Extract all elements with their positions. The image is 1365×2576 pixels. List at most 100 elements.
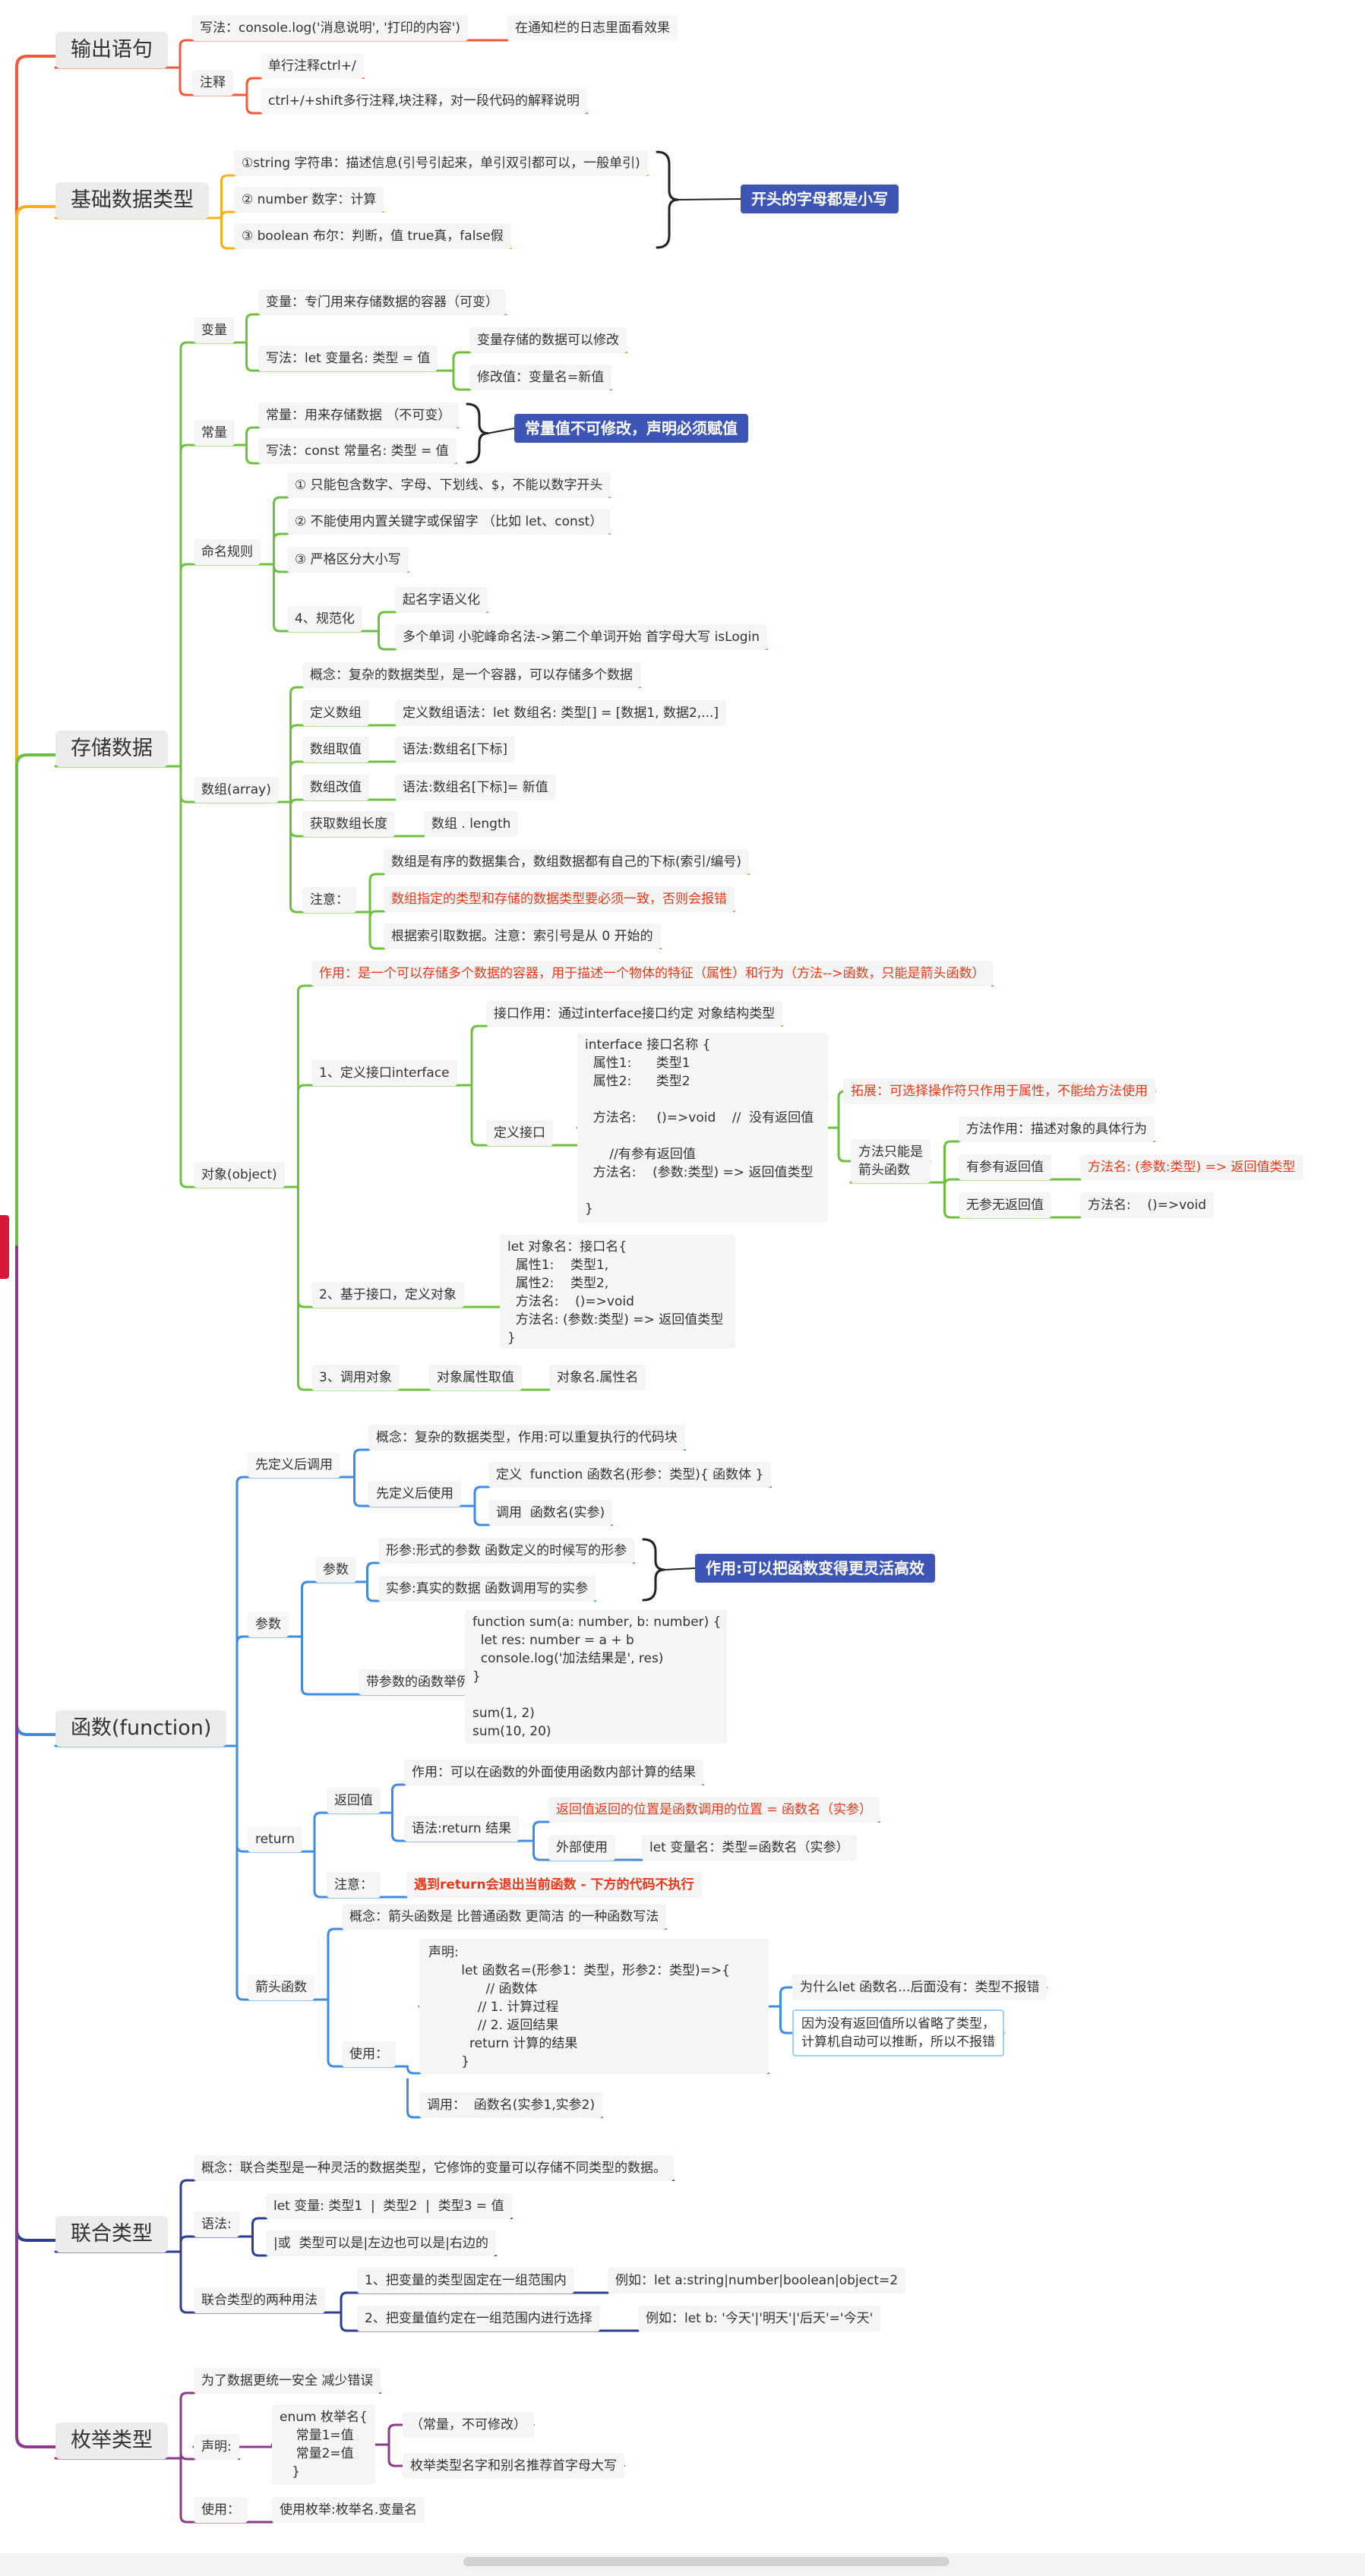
output-single[interactable]: 单行注释ctrl+/ xyxy=(261,53,364,79)
array-note-2[interactable]: 数组指定的类型和存储的数据类型要必须一致，否则会报错 xyxy=(384,886,735,912)
storage-const-def[interactable]: 常量：用来存储数据 （不可变） xyxy=(258,402,459,428)
naming-rule-4[interactable]: 4、规范化 xyxy=(287,606,362,632)
enum-const-note[interactable]: （常量，不可修改） xyxy=(403,2412,534,2438)
arrow-code[interactable]: 声明: let 函数名=(形参1：类型，形参2：类型)=>{ // 函数体 //… xyxy=(419,1939,769,2074)
func-arrow[interactable]: 箭头函数 xyxy=(248,1975,314,2000)
storage-const-write[interactable]: 写法：const 常量名: 类型 = 值 xyxy=(258,438,457,464)
storage-const[interactable]: 常量 xyxy=(194,420,235,446)
array-get[interactable]: 数组取值 xyxy=(302,737,369,762)
return-external-syntax[interactable]: let 变量名：类型=函数名（实参） xyxy=(642,1835,857,1861)
object-role[interactable]: 作用：是一个可以存储多个数据的容器，用于描述一个物体的特征（属性）和行为（方法-… xyxy=(311,961,993,987)
array-get-syntax[interactable]: 语法:数组名[下标] xyxy=(395,737,515,762)
array-note-3[interactable]: 根据索引取数据。注意：索引号是从 0 开始的 xyxy=(384,923,661,949)
interface-code[interactable]: interface 接口名称 { 属性1: 类型1 属性2: 类型2 方法名: … xyxy=(577,1033,828,1223)
func-formal-param[interactable]: 形参:形式的参数 函数定义的时候写的形参 xyxy=(378,1538,635,1564)
naming-rule-1[interactable]: ① 只能包含数字、字母、下划线、$，不能以数字开头 xyxy=(287,472,611,498)
union-concept[interactable]: 概念：联合类型是一种灵活的数据类型，它修饰的变量可以存储不同类型的数据。 xyxy=(194,2155,674,2181)
method-with-param-sig[interactable]: 方法名: (参数:类型) => 返回值类型 xyxy=(1080,1154,1303,1180)
arrow-question[interactable]: 为什么let 函数名...后面没有：类型不报错 xyxy=(792,1975,1047,2000)
func-define[interactable]: 定义 function 函数名(形参：类型){ 函数体 } xyxy=(488,1462,772,1488)
basic-tag[interactable]: 开头的字母都是小写 xyxy=(741,185,899,213)
func-call[interactable]: 调用 函数名(实参) xyxy=(488,1500,613,1526)
union-usage-2-ex[interactable]: 例如：let b: '今天'|'明天'|'后天'='今天' xyxy=(638,2306,881,2331)
naming-rule-3[interactable]: ③ 严格区分大小写 xyxy=(287,547,409,573)
section-output[interactable]: 输出语句 xyxy=(55,32,168,68)
return-syntax[interactable]: 语法:return 结果 xyxy=(404,1816,520,1842)
union-usage[interactable]: 联合类型的两种用法 xyxy=(194,2287,325,2313)
method-role[interactable]: 方法作用：描述对象的具体行为 xyxy=(959,1116,1155,1142)
func-actual-param[interactable]: 实参:真实的数据 函数调用写的实参 xyxy=(378,1576,596,1602)
func-param[interactable]: 参数 xyxy=(248,1612,289,1637)
output-write-note[interactable]: 在通知栏的日志里面看效果 xyxy=(507,15,678,41)
array-note[interactable]: 注意： xyxy=(302,887,356,913)
object-step-2[interactable]: 2、基于接口，定义对象 xyxy=(311,1282,464,1308)
func-define-call[interactable]: 先定义后调用 xyxy=(248,1452,340,1478)
object-step-1[interactable]: 1、定义接口interface xyxy=(311,1060,457,1086)
basic-number[interactable]: ② number 数字：计算 xyxy=(234,187,384,213)
storage-naming[interactable]: 命名规则 xyxy=(194,539,261,565)
output-write[interactable]: 写法：console.log('消息说明', '打印的内容') xyxy=(192,15,469,41)
object-prop-syntax[interactable]: 对象名.属性名 xyxy=(549,1365,646,1391)
object-step-3[interactable]: 3、调用对象 xyxy=(311,1365,400,1391)
func-concept[interactable]: 概念：复杂的数据类型，作用:可以重复执行的代码块 xyxy=(368,1425,685,1451)
interface-define[interactable]: 定义接口 xyxy=(486,1120,553,1146)
func-param-code[interactable]: function sum(a: number, b: number) { let… xyxy=(465,1610,727,1744)
interface-method-arrow[interactable]: 方法只能是 箭头函数 xyxy=(851,1139,931,1183)
naming-rule-4a[interactable]: 起名字语义化 xyxy=(395,587,488,613)
storage-var-mod[interactable]: 变量存储的数据可以修改 xyxy=(469,327,627,353)
return-role[interactable]: 作用：可以在函数的外面使用函数内部计算的结果 xyxy=(404,1760,703,1785)
basic-string[interactable]: ①string 字符串：描述信息(引号引起来，单引双引都可以，一般单引) xyxy=(234,150,648,176)
basic-boolean[interactable]: ③ boolean 布尔：判断，值 true真，false假 xyxy=(234,223,511,249)
storage-var-mod2[interactable]: 修改值：变量名=新值 xyxy=(469,365,612,390)
arrow-concept[interactable]: 概念：箭头函数是 比普通函数 更简洁 的一种函数写法 xyxy=(342,1904,667,1930)
section-enum[interactable]: 枚举类型 xyxy=(55,2423,168,2459)
naming-rule-2[interactable]: ② 不能使用内置关键字或保留字 （比如 let、const） xyxy=(287,509,611,535)
union-syntax[interactable]: 语法: xyxy=(194,2211,239,2237)
enum-code[interactable]: enum 枚举名{ 常量1=值 常量2=值 } xyxy=(272,2404,375,2485)
array-set-syntax[interactable]: 语法:数组名[下标]= 新值 xyxy=(395,775,556,800)
func-param-example[interactable]: 带参数的函数举例 xyxy=(359,1669,477,1695)
storage-object[interactable]: 对象(object) xyxy=(194,1162,285,1188)
enum-use[interactable]: 使用： xyxy=(194,2497,248,2523)
union-usage-1[interactable]: 1、把变量的类型固定在一组范围内 xyxy=(357,2268,574,2293)
enum-name-note[interactable]: 枚举类型名字和别名推荐首字母大写 xyxy=(403,2453,624,2479)
storage-var-def[interactable]: 变量：专门用来存储数据的容器（可变） xyxy=(258,289,506,315)
return-note[interactable]: 注意： xyxy=(327,1872,381,1898)
storage-array[interactable]: 数组(array) xyxy=(194,777,279,803)
object-prop-get[interactable]: 对象属性取值 xyxy=(429,1365,522,1391)
method-no-param-sig[interactable]: 方法名: ()=>void xyxy=(1080,1192,1215,1218)
arrow-call[interactable]: 调用： 函数名(实参1,实参2) xyxy=(419,2092,603,2118)
enum-declare[interactable]: 声明: xyxy=(194,2434,239,2460)
interface-extend[interactable]: 拓展：可选择操作符只作用于属性，不能给方法使用 xyxy=(843,1078,1155,1104)
func-return[interactable]: return xyxy=(248,1826,302,1852)
output-multi[interactable]: ctrl+/+shift多行注释,块注释，对一段代码的解释说明 xyxy=(261,88,588,114)
section-union[interactable]: 联合类型 xyxy=(55,2216,168,2252)
section-storage[interactable]: 存储数据 xyxy=(55,731,168,767)
array-note-1[interactable]: 数组是有序的数据集合，数组数据都有自己的下标(索引/编号) xyxy=(384,849,749,875)
func-param-sub[interactable]: 参数 xyxy=(315,1557,356,1583)
return-note-text[interactable]: 遇到return会退出当前函数 - 下方的代码不执行 xyxy=(406,1872,702,1898)
output-comment[interactable]: 注释 xyxy=(192,70,233,96)
func-define-use[interactable]: 先定义后使用 xyxy=(368,1481,461,1507)
method-no-param[interactable]: 无参无返回值 xyxy=(959,1192,1051,1218)
enum-purpose[interactable]: 为了数据更统一安全 减少错误 xyxy=(194,2368,381,2394)
return-value[interactable]: 返回值 xyxy=(327,1788,381,1814)
naming-rule-4b[interactable]: 多个单词 小驼峰命名法->第二个单词开始 首字母大写 isLogin xyxy=(395,624,768,650)
root-node-tab[interactable] xyxy=(0,1215,9,1279)
method-with-param[interactable]: 有参有返回值 xyxy=(959,1154,1051,1180)
array-set[interactable]: 数组改值 xyxy=(302,775,369,800)
enum-use-syntax[interactable]: 使用枚举:枚举名.变量名 xyxy=(272,2497,425,2523)
interface-role[interactable]: 接口作用：通过interface接口约定 对象结构类型 xyxy=(486,1001,783,1027)
union-syntax-2[interactable]: |或 类型可以是|左边也可以是|右边的 xyxy=(266,2230,496,2256)
array-def[interactable]: 定义数组 xyxy=(302,700,369,726)
object-code[interactable]: let 对象名：接口名{ 属性1: 类型1, 属性2: 类型2, 方法名: ()… xyxy=(500,1235,735,1349)
return-external[interactable]: 外部使用 xyxy=(548,1835,615,1861)
union-usage-1-ex[interactable]: 例如：let a:string|number|boolean|object=2 xyxy=(608,2268,906,2293)
array-length-syntax[interactable]: 数组 . length xyxy=(424,811,519,837)
storage-const-tag[interactable]: 常量值不可修改，声明必须赋值 xyxy=(514,414,748,443)
array-concept[interactable]: 概念：复杂的数据类型，是一个容器，可以存储多个数据 xyxy=(302,662,640,688)
array-length[interactable]: 获取数组长度 xyxy=(302,811,395,837)
section-basic-types[interactable]: 基础数据类型 xyxy=(55,182,209,219)
union-syntax-1[interactable]: let 变量: 类型1 | 类型2 | 类型3 = 值 xyxy=(266,2193,512,2219)
arrow-use[interactable]: 使用： xyxy=(342,2041,396,2067)
